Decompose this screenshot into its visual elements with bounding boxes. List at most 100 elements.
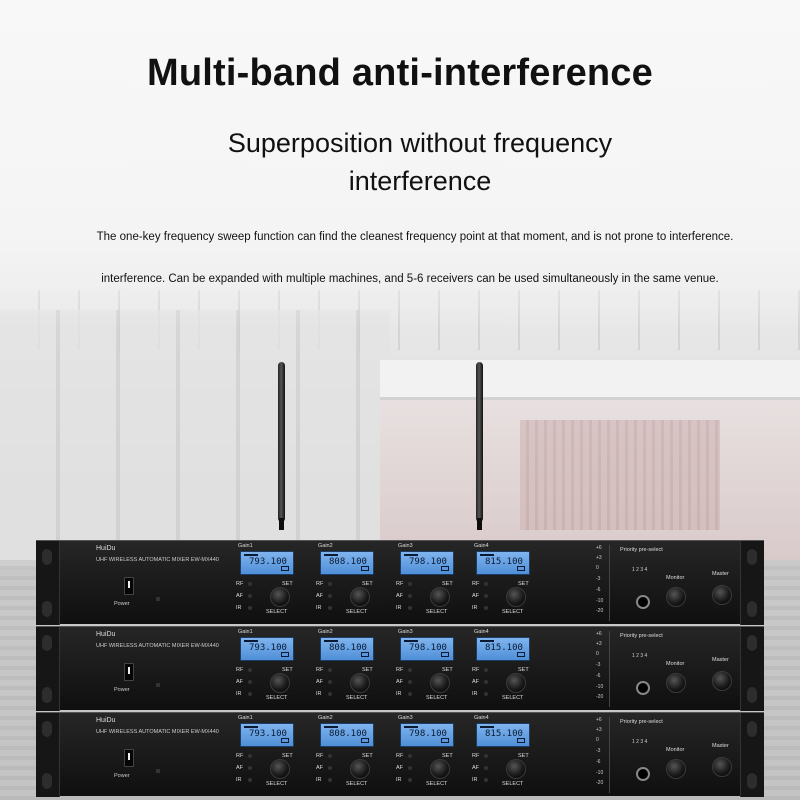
select-label: SELECT bbox=[426, 609, 448, 615]
select-knob[interactable] bbox=[506, 587, 526, 607]
rf-led bbox=[248, 754, 252, 758]
select-knob[interactable] bbox=[270, 759, 290, 779]
select-knob[interactable] bbox=[350, 587, 370, 607]
signal-indicator bbox=[324, 640, 338, 642]
power-switch[interactable] bbox=[124, 663, 134, 681]
set-label: SET bbox=[362, 667, 373, 673]
rf-led bbox=[328, 754, 332, 758]
meter-tick: 0 bbox=[596, 651, 599, 657]
select-knob[interactable] bbox=[430, 759, 450, 779]
headphone-jack[interactable] bbox=[636, 767, 650, 781]
ir-led bbox=[408, 606, 412, 610]
select-knob[interactable] bbox=[350, 673, 370, 693]
master-knob[interactable] bbox=[712, 671, 732, 691]
battery-icon bbox=[517, 652, 525, 657]
page-title: Multi-band anti-interference bbox=[147, 52, 653, 94]
power-switch[interactable] bbox=[124, 577, 134, 595]
rf-label: RF bbox=[396, 753, 404, 759]
frequency-readout: 798.100 bbox=[409, 557, 447, 567]
rf-label: RF bbox=[472, 581, 480, 587]
rf-led bbox=[408, 582, 412, 586]
antenna-left bbox=[278, 362, 285, 530]
ir-label: IR bbox=[472, 605, 478, 611]
brand-logo: HuiDu bbox=[96, 717, 116, 724]
select-knob[interactable] bbox=[270, 673, 290, 693]
rf-led bbox=[248, 582, 252, 586]
priority-label: Priority pre-select bbox=[620, 719, 663, 725]
rf-led bbox=[484, 582, 488, 586]
af-label: AF bbox=[316, 765, 324, 771]
battery-icon bbox=[441, 738, 449, 743]
headphone-jack[interactable] bbox=[636, 595, 650, 609]
monitor-knob[interactable] bbox=[666, 673, 686, 693]
set-label: SET bbox=[362, 581, 373, 587]
rf-led bbox=[328, 668, 332, 672]
signal-indicator bbox=[480, 554, 494, 556]
signal-indicator bbox=[480, 640, 494, 642]
select-knob[interactable] bbox=[270, 587, 290, 607]
af-label: AF bbox=[472, 593, 480, 599]
set-label: SET bbox=[442, 581, 453, 587]
af-led bbox=[484, 680, 488, 684]
ir-led bbox=[408, 778, 412, 782]
master-knob[interactable] bbox=[712, 757, 732, 777]
select-knob[interactable] bbox=[506, 673, 526, 693]
power-switch[interactable] bbox=[124, 749, 134, 767]
af-led bbox=[408, 680, 412, 684]
af-led bbox=[408, 594, 412, 598]
lcd-display: 793.100 bbox=[240, 637, 294, 661]
select-label: SELECT bbox=[346, 609, 368, 615]
gain-label: Gain4 bbox=[474, 715, 489, 721]
ir-led bbox=[328, 778, 332, 782]
battery-icon bbox=[517, 566, 525, 571]
af-led bbox=[328, 594, 332, 598]
af-label: AF bbox=[316, 679, 324, 685]
headphone-jack[interactable] bbox=[636, 681, 650, 695]
signal-indicator bbox=[404, 554, 418, 556]
frequency-readout: 815.100 bbox=[485, 557, 523, 567]
rf-label: RF bbox=[236, 753, 244, 759]
lcd-display: 815.100 bbox=[476, 551, 530, 575]
monitor-knob[interactable] bbox=[666, 759, 686, 779]
ir-led bbox=[248, 692, 252, 696]
master-knob[interactable] bbox=[712, 585, 732, 605]
ir-label: IR bbox=[396, 777, 402, 783]
select-knob[interactable] bbox=[430, 587, 450, 607]
meter-tick: +3 bbox=[596, 555, 602, 561]
meter-tick: -20 bbox=[596, 608, 604, 614]
frequency-readout: 808.100 bbox=[329, 643, 367, 653]
ir-label: IR bbox=[316, 605, 322, 611]
af-label: AF bbox=[396, 765, 404, 771]
select-knob[interactable] bbox=[506, 759, 526, 779]
lcd-display: 815.100 bbox=[476, 637, 530, 661]
meter-tick: +6 bbox=[596, 717, 602, 723]
select-label: SELECT bbox=[502, 781, 524, 787]
battery-icon bbox=[441, 652, 449, 657]
select-knob[interactable] bbox=[430, 673, 450, 693]
power-led bbox=[156, 769, 160, 773]
select-label: SELECT bbox=[266, 695, 288, 701]
set-label: SET bbox=[518, 753, 529, 759]
master-label: Master bbox=[712, 571, 729, 577]
rf-label: RF bbox=[396, 581, 404, 587]
meter-tick: -10 bbox=[596, 598, 604, 604]
monitor-knob[interactable] bbox=[666, 587, 686, 607]
ir-led bbox=[248, 778, 252, 782]
side-wall bbox=[0, 310, 390, 570]
ir-led bbox=[408, 692, 412, 696]
meter-tick: -6 bbox=[596, 673, 601, 679]
description-line-1: The one-key frequency sweep function can… bbox=[96, 231, 734, 243]
ir-label: IR bbox=[472, 777, 478, 783]
rf-led bbox=[484, 754, 488, 758]
gain-label: Gain4 bbox=[474, 629, 489, 635]
master-label: Master bbox=[712, 743, 729, 749]
power-label: Power bbox=[114, 601, 130, 607]
select-knob[interactable] bbox=[350, 759, 370, 779]
description-line-2: interference. Can be expanded with multi… bbox=[101, 273, 719, 285]
signal-indicator bbox=[404, 726, 418, 728]
gain-label: Gain1 bbox=[238, 715, 253, 721]
meter-tick: -6 bbox=[596, 759, 601, 765]
